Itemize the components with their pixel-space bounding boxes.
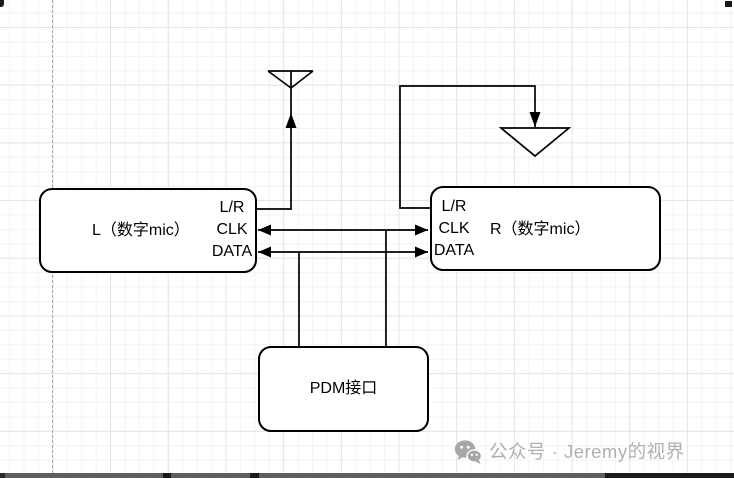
scrollbar-segment <box>0 473 5 478</box>
node-pdm-interface[interactable]: PDM接口 <box>258 346 429 432</box>
left-lr-wire <box>257 71 292 210</box>
right-mic-pin-clk: CLK <box>438 220 470 237</box>
right-mic-pin-lr: L/R <box>441 198 467 215</box>
left-mic-pin-clk: CLK <box>216 221 248 238</box>
node-right-mic[interactable] <box>430 186 661 271</box>
left-mic-pins: L/R CLK DATA <box>192 197 272 263</box>
right-mic-pin-data: DATA <box>433 242 475 259</box>
pdm-label: PDM接口 <box>309 380 378 397</box>
horizontal-scrollbar[interactable] <box>0 473 734 478</box>
left-mic-pin-data: DATA <box>211 243 253 260</box>
scrollbar-segment <box>250 473 259 478</box>
scrollbar-segment <box>605 473 734 478</box>
left-mic-label: L（数字mic） <box>92 222 190 239</box>
vdd-antenna-symbol <box>267 70 314 89</box>
watermark: 公众号 · Jeremy的视界 <box>454 438 685 466</box>
ground-symbol <box>498 127 572 158</box>
wechat-icon <box>454 440 482 464</box>
right-mic-label: R（数字mic） <box>490 221 591 238</box>
ground-arrow-down <box>529 112 541 127</box>
top-right-artifact <box>725 1 732 7</box>
left-mic-pin-lr: L/R <box>219 199 245 216</box>
vdd-arrow-up <box>285 113 297 128</box>
right-mic-pins: L/R CLK DATA <box>414 196 494 262</box>
top-left-artifact <box>0 0 4 7</box>
scrollbar-segment <box>163 473 171 478</box>
node-left-mic[interactable] <box>39 188 257 273</box>
watermark-text: 公众号 · Jeremy的视界 <box>489 441 685 462</box>
